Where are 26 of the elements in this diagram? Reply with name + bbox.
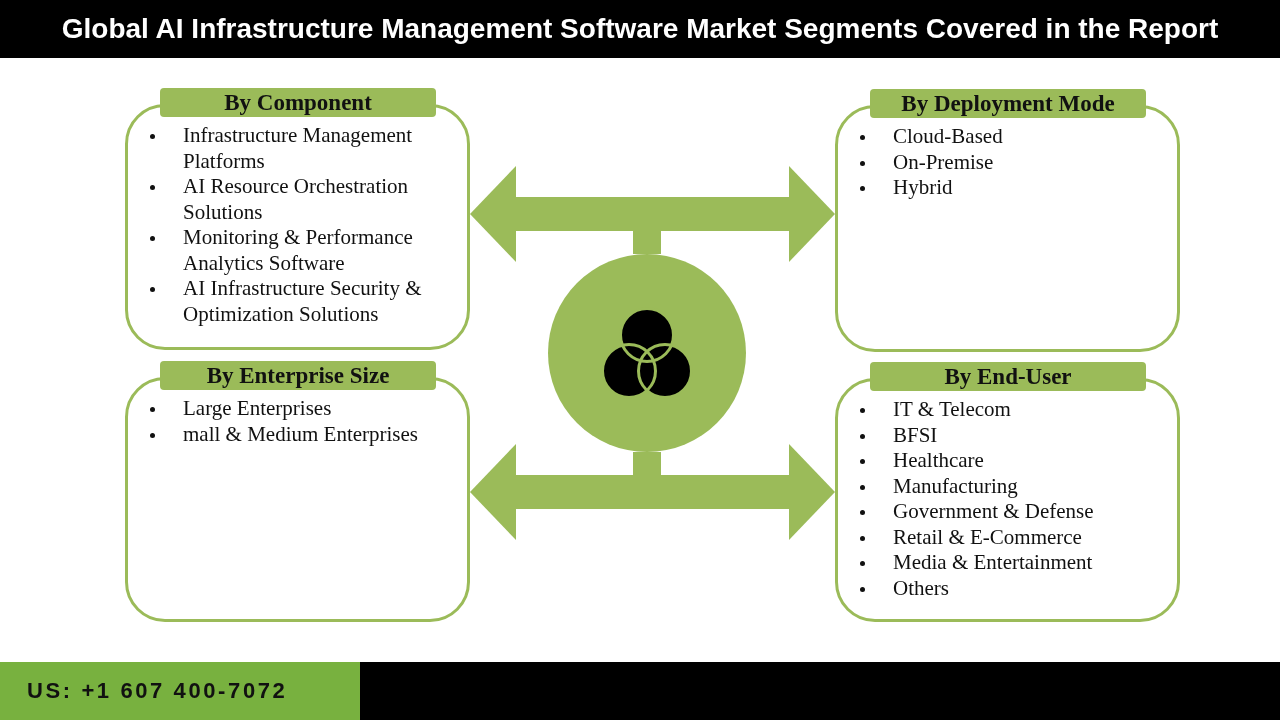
list-item: Manufacturing [857,473,1175,499]
phone-number: US: +1 607 400-7072 [27,678,288,704]
list-item: Media & Entertainment [857,550,1175,576]
arrow [470,444,647,540]
list-item: Hybrid [857,175,1175,201]
section-heading: By Component [160,88,436,117]
list-item: Infrastructure Management Platforms [147,123,465,174]
section-heading: By Enterprise Size [160,361,436,390]
list-item: Others [857,575,1175,601]
title: Global AI Infrastructure Management Software Market Segments Covered in the Report [61,12,1219,45]
section-heading: By End-User [870,362,1146,391]
list-item: Cloud-Based [857,124,1175,150]
section-heading: By Deployment Mode [870,89,1146,118]
list-item: Healthcare [857,448,1175,474]
list-item: BFSI [857,422,1175,448]
list-item: mall & Medium Enterprises [147,421,465,447]
list-item: IT & Telecom [857,397,1175,423]
list-item: Large Enterprises [147,396,465,422]
arrow [647,166,835,262]
list-item: Monitoring & Performance Analytics Software [147,225,465,276]
list-item: Retail & E-Commerce [857,524,1175,550]
list-item: AI Infrastructure Security & Optimization Solutions [147,276,465,327]
list-item: On-Premise [857,149,1175,175]
list-item: Government & Defense [857,499,1175,525]
arrow [647,444,835,540]
list-item: AI Resource Orchestration Solutions [147,174,465,225]
